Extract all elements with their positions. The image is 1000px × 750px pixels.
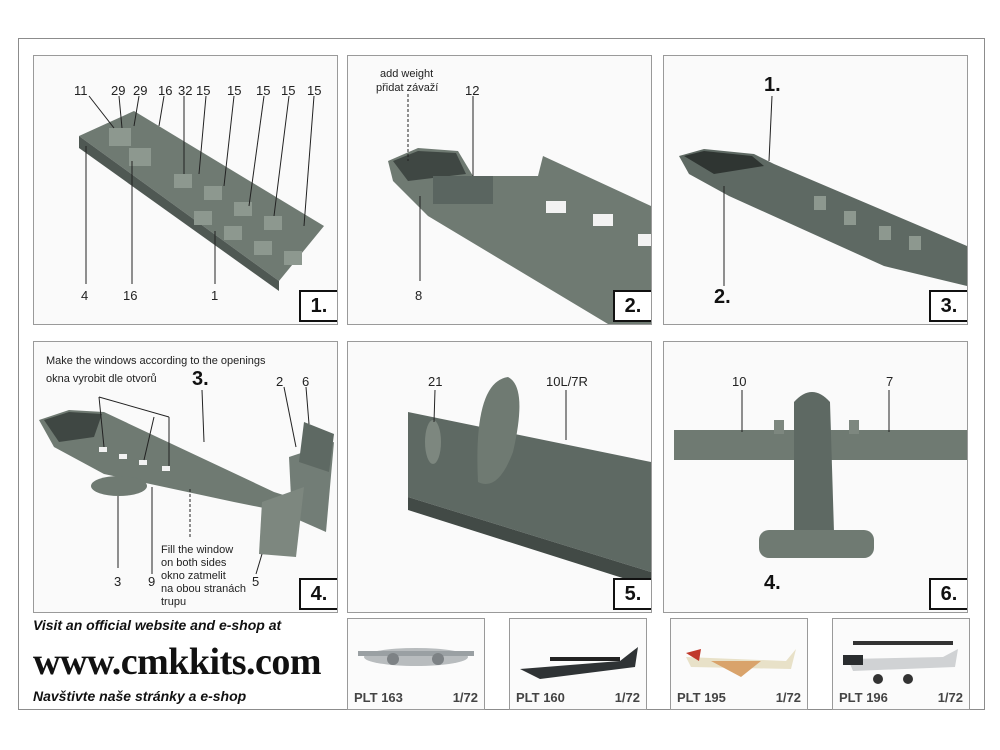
step-1-panel: 11 29 29 16 32 15 15 15 15 15 4 16 1 1. [33, 55, 338, 325]
part-label: 9 [148, 574, 156, 589]
part-label: 10L/7R [546, 374, 588, 389]
part-label: 15 [256, 83, 271, 98]
step-callout: 1. [764, 74, 781, 96]
aircraft-photo [686, 649, 796, 677]
step-3-panel: 1. 2. 3. [663, 55, 968, 325]
part-label: 29 [133, 83, 148, 98]
part-label: 1 [211, 288, 219, 303]
part-label: 29 [111, 83, 126, 98]
assembled-fuselage-illustration [679, 95, 967, 286]
part-label: 12 [465, 83, 480, 98]
product-code: PLT 196 [839, 690, 888, 705]
aircraft-photo [843, 641, 958, 684]
product-thumbnail[interactable]: PLT 196 1/72 [832, 618, 970, 710]
step-2-panel: add weight přidat závaží 12 8 2. [347, 55, 652, 325]
part-label: 10 [732, 374, 747, 389]
step-6-panel: 10 7 4. 6. [663, 341, 968, 613]
part-label: 15 [227, 83, 242, 98]
part-label: 15 [196, 83, 211, 98]
wing-illustration [408, 377, 651, 587]
step-number: 4. [299, 578, 337, 610]
step-callout: 3. [192, 368, 209, 390]
part-label: 15 [307, 83, 322, 98]
step-number: 5. [613, 578, 651, 610]
note-label: okna vyrobit dle otvorů [46, 373, 157, 385]
note-label: okno zatmelit [161, 570, 226, 582]
step-callout: 2. [714, 286, 731, 308]
product-thumbnail[interactable]: PLT 195 1/72 [670, 618, 808, 710]
note-label: add weight [380, 68, 434, 80]
step-5-panel: 21 10L/7R 5. [347, 341, 652, 613]
step-callout: 4. [764, 572, 781, 594]
part-label: 4 [81, 288, 89, 303]
part-label: 32 [178, 83, 193, 98]
step-number: 6. [929, 578, 967, 610]
product-scale: 1/72 [452, 690, 478, 705]
step-4-panel: Make the windows according to the openin… [33, 341, 338, 613]
product-scale: 1/72 [937, 690, 963, 705]
part-label: 5 [252, 574, 260, 589]
part-label: 6 [302, 374, 310, 389]
note-label: na obou stranách [161, 583, 247, 595]
product-code: PLT 195 [677, 690, 726, 705]
part-label: 11 [74, 83, 88, 98]
part-label: 3 [114, 574, 122, 589]
note-label: Make the windows according to the openin… [46, 355, 266, 367]
product-thumbnail[interactable]: PLT 163 1/72 [347, 618, 485, 710]
fuselage-tail-illustration [39, 386, 334, 575]
step-number: 3. [929, 290, 967, 322]
visit-text: Visit an official website and e-shop at [33, 617, 282, 633]
aircraft-photo [520, 647, 638, 679]
product-scale: 1/72 [614, 690, 640, 705]
part-label: 8 [415, 288, 423, 303]
product-scale: 1/72 [775, 690, 801, 705]
product-code: PLT 163 [354, 690, 403, 705]
step-number: 2. [613, 290, 651, 322]
part-label: 7 [886, 374, 894, 389]
note-label: trupu [161, 596, 187, 608]
part-label: 2 [276, 374, 284, 389]
part-label: 21 [428, 374, 443, 389]
product-thumbnail[interactable]: PLT 160 1/72 [509, 618, 647, 710]
product-code: PLT 160 [516, 690, 565, 705]
top-view-aircraft-illustration [674, 390, 967, 558]
cockpit-floor-illustration [79, 95, 324, 291]
fuselage-half-illustration [388, 94, 651, 324]
part-label: 16 [158, 83, 173, 98]
part-label: 16 [123, 288, 138, 303]
aircraft-photo [358, 648, 474, 666]
website-url[interactable]: www.cmkkits.com [33, 641, 322, 683]
note-label: přidat závaží [376, 82, 439, 94]
part-label: 15 [281, 83, 296, 98]
visit-text-czech: Navštivte naše stránky a e-shop [33, 688, 247, 704]
step-number: 1. [299, 290, 337, 322]
note-label: on both sides [161, 557, 227, 569]
note-label: Fill the window [161, 544, 234, 556]
